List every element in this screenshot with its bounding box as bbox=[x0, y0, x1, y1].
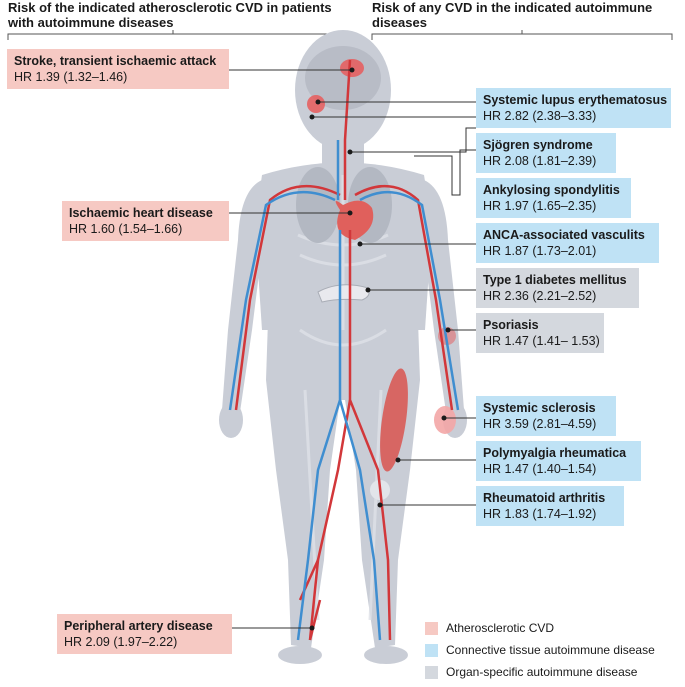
box-systemic-sclerosis-hr: HR 3.59 (2.81–4.59) bbox=[483, 417, 597, 431]
box-ankylosing-spondylitis-hr: HR 1.97 (1.65–2.35) bbox=[483, 199, 597, 213]
box-peripheral-artery-disease: Peripheral artery disease HR 2.09 (1.97–… bbox=[57, 614, 232, 654]
box-anca-vasculitis: ANCA-associated vasculits HR 1.87 (1.73–… bbox=[476, 223, 659, 263]
body-silhouette bbox=[219, 30, 467, 664]
legend-swatch-organ-specific bbox=[425, 666, 438, 679]
box-systemic-lupus-hr: HR 2.82 (2.38–3.33) bbox=[483, 109, 597, 123]
legend-label-connective: Connective tissue autoimmune disease bbox=[446, 643, 655, 657]
box-sjogren-name: Sjögren syndrome bbox=[483, 138, 593, 152]
box-anca-vasculitis-hr: HR 1.87 (1.73–2.01) bbox=[483, 244, 597, 258]
box-ischaemic-heart-disease-hr: HR 1.60 (1.54–1.66) bbox=[69, 222, 183, 236]
box-rheumatoid-arthritis-name: Rheumatoid arthritis bbox=[483, 491, 606, 505]
box-stroke-tia-name: Stroke, transient ischaemic attack bbox=[14, 54, 217, 68]
face-rash-highlight bbox=[307, 95, 325, 113]
brain bbox=[305, 46, 381, 110]
box-type1-diabetes-name: Type 1 diabetes mellitus bbox=[483, 273, 627, 287]
box-stroke-tia-hr: HR 1.39 (1.32–1.46) bbox=[14, 70, 128, 84]
box-ankylosing-spondylitis: Ankylosing spondylitis HR 1.97 (1.65–2.3… bbox=[476, 178, 631, 218]
thigh-muscle-highlight bbox=[380, 368, 408, 472]
box-polymyalgia-rheumatica-name: Polymyalgia rheumatica bbox=[483, 446, 627, 460]
box-systemic-lupus-name: Systemic lupus erythematosus bbox=[483, 93, 668, 107]
box-peripheral-artery-disease-name: Peripheral artery disease bbox=[64, 619, 213, 633]
pancreas bbox=[317, 284, 370, 303]
box-psoriasis: Psoriasis HR 1.47 (1.41– 1.53) bbox=[476, 313, 604, 353]
connector-dots bbox=[309, 67, 451, 631]
box-psoriasis-name: Psoriasis bbox=[483, 318, 539, 332]
box-ischaemic-heart-disease: Ischaemic heart disease HR 1.60 (1.54–1.… bbox=[62, 201, 229, 241]
box-polymyalgia-rheumatica: Polymyalgia rheumatica HR 1.47 (1.40–1.5… bbox=[476, 441, 641, 481]
connector-lines bbox=[228, 69, 476, 629]
header-atherosclerotic-risk: Risk of the indicated atherosclerotic CV… bbox=[8, 0, 332, 30]
box-anca-vasculitis-name: ANCA-associated vasculits bbox=[483, 228, 645, 242]
heart bbox=[335, 200, 374, 240]
legend-label-atherosclerotic: Atherosclerotic CVD bbox=[446, 621, 555, 635]
legend-label-organ-specific: Organ-specific autoimmune disease bbox=[446, 665, 638, 679]
box-type1-diabetes: Type 1 diabetes mellitus HR 2.36 (2.21–2… bbox=[476, 268, 639, 308]
box-type1-diabetes-hr: HR 2.36 (2.21–2.52) bbox=[483, 289, 597, 303]
box-systemic-sclerosis-name: Systemic sclerosis bbox=[483, 401, 596, 415]
legend-swatch-atherosclerotic bbox=[425, 622, 438, 635]
header-any-cvd-risk: Risk of any CVD in the indicated autoimm… bbox=[372, 0, 653, 30]
box-rheumatoid-arthritis: Rheumatoid arthritis HR 1.83 (1.74–1.92) bbox=[476, 486, 624, 526]
box-systemic-sclerosis: Systemic sclerosis HR 3.59 (2.81–4.59) bbox=[476, 396, 616, 436]
box-ankylosing-spondylitis-name: Ankylosing spondylitis bbox=[483, 183, 620, 197]
box-sjogren: Sjögren syndrome HR 2.08 (1.81–2.39) bbox=[476, 133, 616, 173]
veins bbox=[228, 140, 460, 641]
box-ischaemic-heart-disease-name: Ischaemic heart disease bbox=[69, 206, 213, 220]
left-lung bbox=[296, 167, 340, 243]
legend-swatch-connective bbox=[425, 644, 438, 657]
box-psoriasis-hr: HR 1.47 (1.41– 1.53) bbox=[483, 334, 600, 348]
box-polymyalgia-rheumatica-hr: HR 1.47 (1.40–1.54) bbox=[483, 462, 597, 476]
box-stroke-tia: Stroke, transient ischaemic attack HR 1.… bbox=[7, 49, 229, 89]
box-rheumatoid-arthritis-hr: HR 1.83 (1.74–1.92) bbox=[483, 507, 597, 521]
box-peripheral-artery-disease-hr: HR 2.09 (1.97–2.22) bbox=[64, 635, 178, 649]
box-sjogren-hr: HR 2.08 (1.81–2.39) bbox=[483, 154, 597, 168]
box-systemic-lupus: Systemic lupus erythematosus HR 2.82 (2.… bbox=[476, 88, 671, 128]
arteries bbox=[234, 59, 454, 641]
